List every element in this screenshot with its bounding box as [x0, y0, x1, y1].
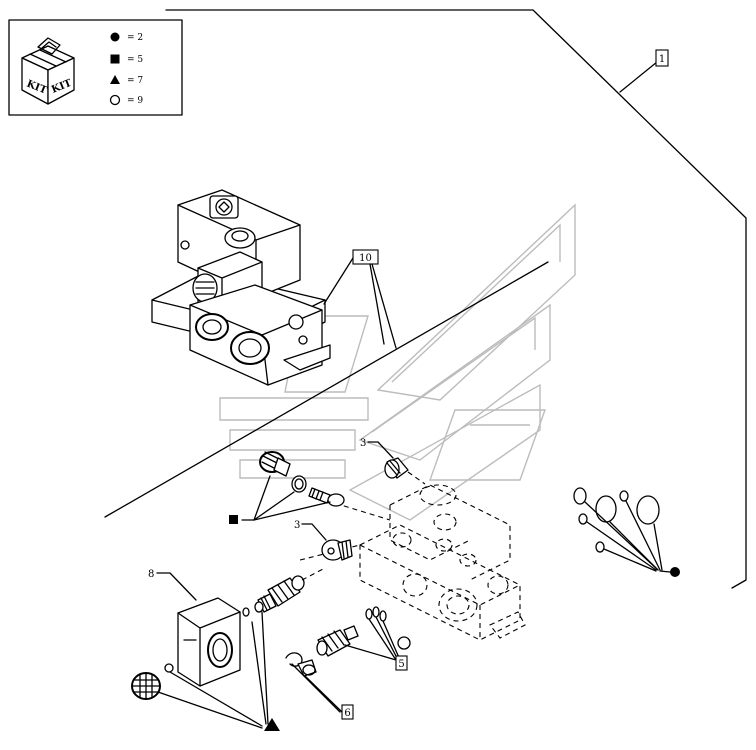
legend-entry-4: = 9: [127, 96, 143, 106]
solenoid-coil: 8: [148, 569, 241, 687]
filled-circle-marker: [670, 567, 680, 577]
open-circle-icon: [109, 94, 121, 106]
callout-8-label: 8: [148, 569, 154, 580]
cartridge-callout-5: 5: [316, 606, 411, 671]
triangle-group: [157, 607, 280, 731]
callout-seal-kit: 10: [323, 249, 397, 349]
fittings-group: [229, 451, 345, 524]
filled-circle-icon: [110, 32, 120, 42]
callout-1-label: 1: [659, 54, 665, 65]
legend-entry-2: = 5: [127, 55, 143, 65]
kit-box-icon: [21, 37, 75, 105]
filled-square-icon: [110, 54, 120, 64]
assembly-bracket: [104, 9, 747, 589]
plug-lower: 3: [294, 520, 353, 561]
watermark-logo: [219, 203, 576, 521]
callout-5-label: 5: [398, 659, 404, 670]
valve-body-exploded: [299, 484, 526, 641]
clip-callout-6: 6: [285, 652, 354, 720]
callout-3-lower-label: 3: [294, 520, 300, 531]
legend-entry-1: = 2: [127, 33, 143, 43]
filled-square-marker: [229, 515, 238, 524]
valve-assembly: [151, 189, 331, 386]
filled-triangle-marker: [264, 718, 280, 731]
callout-3-upper-label: 3: [360, 438, 366, 449]
callout-6-label: 6: [344, 708, 350, 719]
filled-triangle-icon: [110, 75, 120, 84]
o-ring-kit: [573, 487, 680, 577]
plug-upper: 3: [360, 438, 426, 485]
callout-assembly: 1: [655, 49, 669, 67]
legend: KIT KIT = 2 = 5 = 7 = 9: [8, 19, 183, 116]
callout-10-label: 10: [359, 253, 372, 264]
knurled-nut: [131, 663, 174, 700]
cartridge-valve: [254, 567, 326, 613]
legend-entry-3: = 7: [127, 76, 143, 86]
open-circle-marker: [397, 636, 411, 650]
